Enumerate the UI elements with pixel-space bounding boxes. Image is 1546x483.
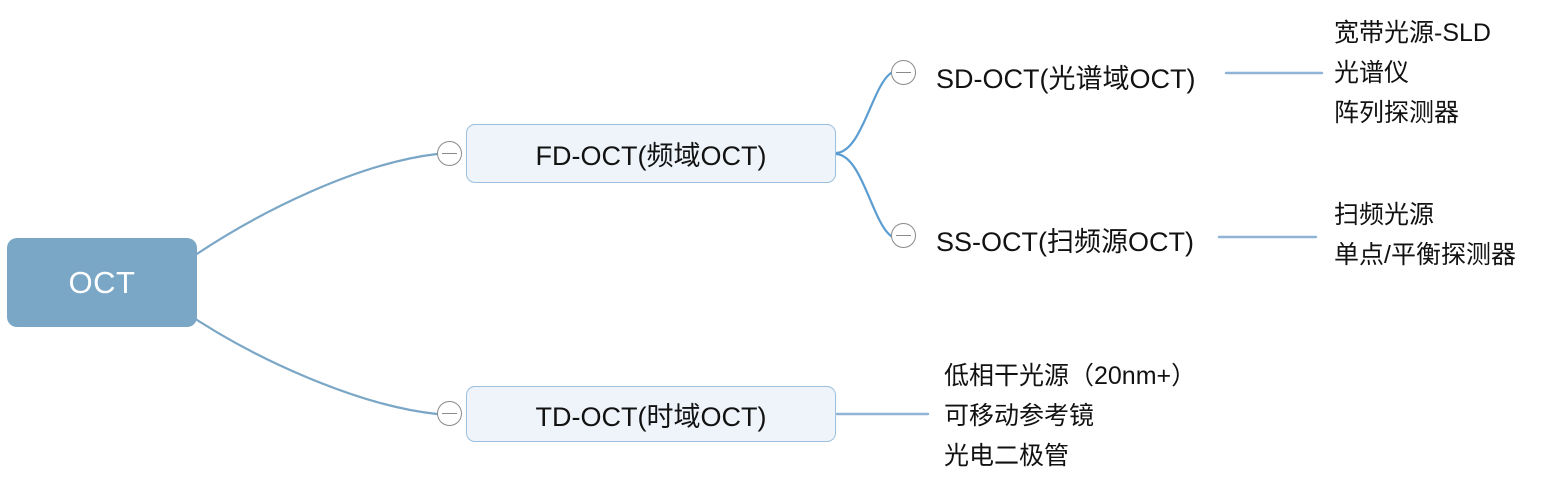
leaf-details-sd-oct: 宽带光源-SLD 光谱仪 阵列探测器 xyxy=(1334,13,1491,133)
root-node-label: OCT xyxy=(68,264,136,300)
branch-node-fd-oct[interactable]: FD-OCT(频域OCT) xyxy=(466,124,836,183)
leaf-item: 光电二极管 xyxy=(944,442,1070,470)
branch-node-td-oct-label: TD-OCT(时域OCT) xyxy=(535,401,767,432)
edge-root-to-td xyxy=(180,308,439,416)
leaf-details-td-oct: 低相干光源（20nm+） 可移动参考镜 光电二极管 xyxy=(944,356,1196,476)
leaf-item: 扫频光源 xyxy=(1334,201,1435,229)
edge-fd-to-sd xyxy=(834,71,893,155)
leaf-item: 光谱仪 xyxy=(1334,59,1410,87)
collapse-minus-icon-td[interactable] xyxy=(437,401,462,426)
collapse-minus-icon-sd[interactable] xyxy=(891,60,916,85)
branch-node-fd-oct-label: FD-OCT(频域OCT) xyxy=(535,141,767,171)
branch-node-td-oct[interactable]: TD-OCT(时域OCT) xyxy=(466,386,836,442)
collapse-minus-icon-fd[interactable] xyxy=(437,141,462,166)
edge-root-to-fd xyxy=(183,152,439,264)
sub-branch-label-ss-oct[interactable]: SS-OCT(扫频源OCT) xyxy=(936,227,1194,257)
leaf-item: 阵列探测器 xyxy=(1334,99,1460,127)
leaf-item: 可移动参考镜 xyxy=(944,402,1095,430)
leaf-item: 宽带光源-SLD xyxy=(1334,19,1491,47)
leaf-item: 低相干光源（20nm+） xyxy=(944,362,1197,390)
leaf-details-ss-oct: 扫频光源 单点/平衡探测器 xyxy=(1334,195,1516,275)
leaf-item: 单点/平衡探测器 xyxy=(1334,241,1516,269)
root-node-oct[interactable]: OCT xyxy=(7,238,197,327)
edge-fd-to-ss xyxy=(834,152,893,238)
sub-branch-label-sd-oct[interactable]: SD-OCT(光谱域OCT) xyxy=(936,64,1196,94)
collapse-minus-icon-ss[interactable] xyxy=(891,223,916,248)
